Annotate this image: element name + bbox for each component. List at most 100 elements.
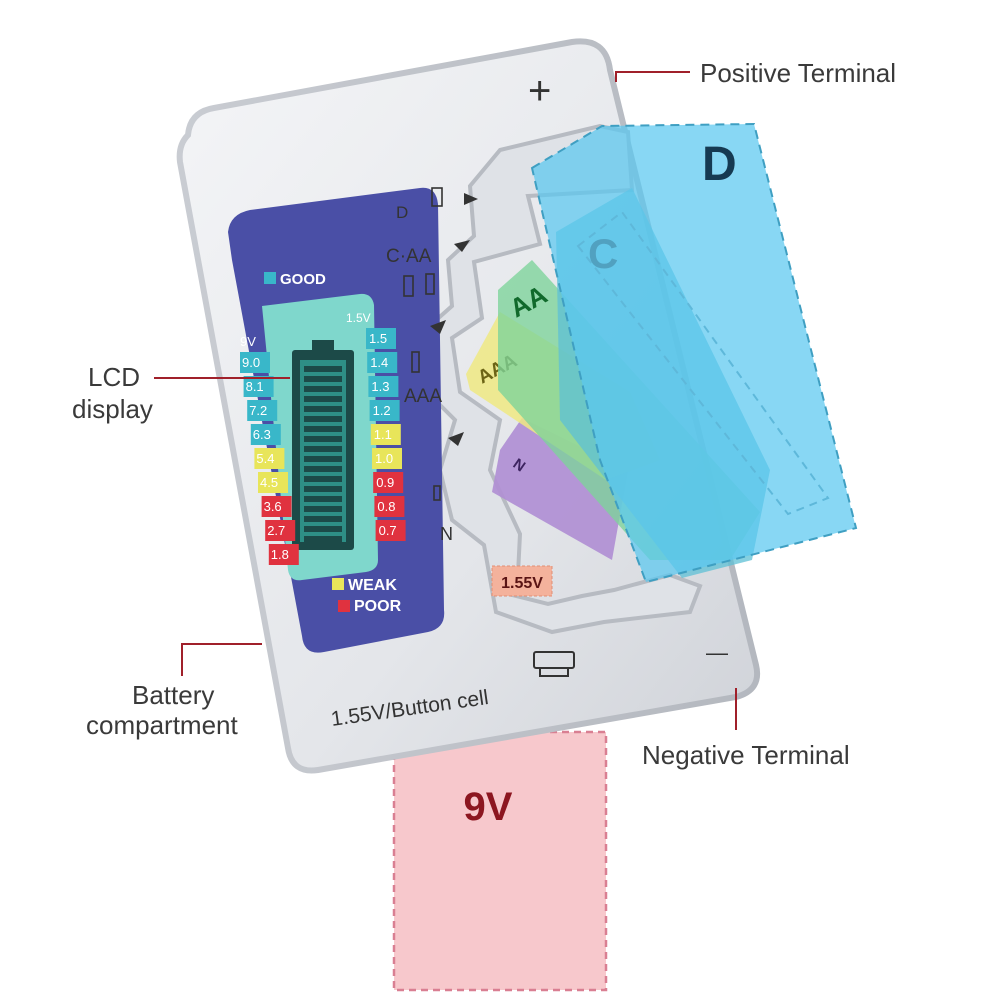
arrow-aaa-icon xyxy=(448,432,464,446)
lcd-segment xyxy=(304,466,342,472)
d-battery-icon xyxy=(431,187,443,207)
lcd-segment xyxy=(304,486,342,492)
right-scale-cell xyxy=(367,352,398,373)
left-scale-header: 9V xyxy=(240,334,256,349)
left-scale-cell xyxy=(258,472,288,493)
lcd-segment xyxy=(304,536,342,542)
good-label: GOOD xyxy=(280,271,326,288)
plus-sign: + xyxy=(528,69,551,113)
lcd-segment xyxy=(304,496,342,502)
label-aaa: AAA xyxy=(404,386,442,407)
left-scale-cell xyxy=(247,400,278,421)
callout-negative-terminal: Negative Terminal xyxy=(642,688,850,770)
right-scale-header: 1.5V xyxy=(346,311,371,325)
d-battery-card: D xyxy=(530,122,858,584)
d-card-label: D xyxy=(702,138,737,191)
right-scale-value: 1.4 xyxy=(370,355,388,370)
nine-volt-label: 9V xyxy=(464,785,513,829)
right-scale: 1.5 1.4 1.3 1.2 1.1 1.0 0.9 0.8 0.7 xyxy=(366,328,406,541)
arrow-aa-icon xyxy=(430,320,446,334)
leader-line xyxy=(181,643,262,676)
right-scale-cell xyxy=(374,496,405,517)
lcd-segment xyxy=(304,426,342,432)
label-caa: C·AA xyxy=(386,246,432,267)
lcd-segment xyxy=(304,436,342,442)
lcd-segment xyxy=(304,506,342,512)
lcd-segment xyxy=(304,456,342,462)
right-scale-cell xyxy=(370,424,401,445)
callout-battery-line2: compartment xyxy=(86,710,238,740)
weak-indicator xyxy=(332,578,344,590)
callout-positive-label: Positive Terminal xyxy=(700,58,896,88)
left-scale-value: 6.3 xyxy=(253,427,271,442)
right-scale-cell xyxy=(369,400,400,421)
right-scale-value: 0.7 xyxy=(379,523,397,538)
battery-cards: N AAA AA C D xyxy=(466,122,858,584)
aaa-battery-icon xyxy=(411,351,420,373)
leader-line xyxy=(615,71,690,82)
callout-negative-label: Negative Terminal xyxy=(642,740,850,770)
left-scale-value: 2.7 xyxy=(267,523,285,538)
callout-positive-terminal: Positive Terminal xyxy=(615,58,896,88)
poor-indicator xyxy=(338,600,350,612)
right-scale-value: 1.1 xyxy=(374,427,392,442)
right-scale-cell xyxy=(368,376,399,397)
callout-battery-compartment: Battery compartment xyxy=(86,643,262,740)
right-scale-cell xyxy=(375,520,406,541)
right-scale-value: 0.9 xyxy=(376,475,394,490)
c-battery-icon xyxy=(403,275,414,297)
right-scale-value: 1.3 xyxy=(371,379,389,394)
left-scale-cell xyxy=(243,376,274,397)
lcd-segment xyxy=(304,366,342,372)
lcd-segment xyxy=(304,416,342,422)
right-scale-cell xyxy=(373,472,404,493)
left-scale-cell xyxy=(250,424,281,445)
left-scale-value: 9.0 xyxy=(242,355,260,370)
weak-label: WEAK xyxy=(348,577,397,594)
left-scale-value: 7.2 xyxy=(249,403,267,418)
right-scale-value: 0.8 xyxy=(377,499,395,514)
button-cell-icon xyxy=(533,651,575,677)
right-scale-cell xyxy=(372,448,402,469)
lcd-segment xyxy=(304,396,342,402)
callout-lcd-display: LCD display xyxy=(72,362,290,424)
left-scale-value: 3.6 xyxy=(264,499,282,514)
label-d: D xyxy=(396,203,408,222)
left-scale: 9.0 8.1 7.2 6.3 5.4 4.5 3.6 2.7 1.8 xyxy=(240,352,299,565)
callout-lcd-line1: LCD xyxy=(88,362,140,392)
left-scale-value: 1.8 xyxy=(271,547,289,562)
left-scale-value: 5.4 xyxy=(256,451,274,466)
right-scale-value: 1.5 xyxy=(369,331,387,346)
lcd-segment xyxy=(304,516,342,522)
label-n: N xyxy=(440,524,453,544)
left-scale-cell xyxy=(268,544,299,565)
lcd-display: GOOD 9.08.17.26.35.44.53.62.71.8 1.51.41… xyxy=(228,187,445,653)
n-battery-icon xyxy=(433,485,441,501)
callout-battery-line1: Battery xyxy=(132,680,214,710)
minus-sign: — xyxy=(706,640,728,665)
callout-lcd-line2: display xyxy=(72,394,153,424)
right-scale-value: 1.0 xyxy=(375,451,393,466)
button-voltage-badge xyxy=(491,565,553,597)
left-scale-cell xyxy=(265,520,296,541)
good-indicator xyxy=(264,272,276,284)
button-voltage-label: 1.55V xyxy=(501,575,543,592)
lcd-segments xyxy=(304,366,342,542)
left-scale-value: 4.5 xyxy=(260,475,278,490)
nine-volt-battery-card: 9V xyxy=(392,730,608,992)
lcd-segment xyxy=(304,476,342,482)
lcd-segment xyxy=(304,526,342,532)
left-scale-cell xyxy=(261,496,292,517)
arrow-d-icon xyxy=(464,193,478,205)
right-scale-value: 1.2 xyxy=(373,403,391,418)
lcd-segment xyxy=(304,376,342,382)
lcd-segment xyxy=(304,446,342,452)
left-scale-cell xyxy=(254,448,285,469)
lcd-segment xyxy=(304,386,342,392)
left-scale-cell xyxy=(240,352,270,373)
lcd-segment xyxy=(304,406,342,412)
aa-battery-icon xyxy=(425,273,435,295)
left-scale-value: 8.1 xyxy=(246,379,264,394)
arrow-caa-icon xyxy=(454,240,470,252)
